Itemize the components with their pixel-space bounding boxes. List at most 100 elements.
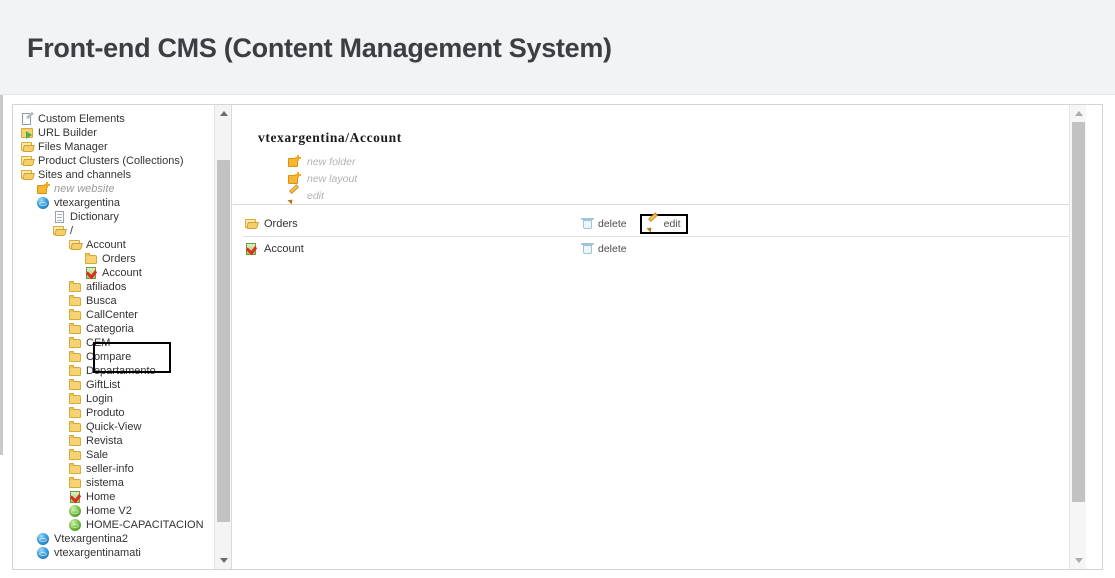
tree-node-label: sistema (86, 477, 124, 489)
tree-node[interactable]: URL Builder (13, 126, 218, 140)
tree-node-label: Sale (86, 449, 109, 461)
page-title: Front-end CMS (Content Management System… (27, 33, 612, 63)
scroll-down-arrow-icon[interactable] (215, 552, 231, 569)
content-scrollbar[interactable] (1069, 105, 1086, 569)
tree-node-label: Account (102, 267, 142, 279)
operation-label: delete (598, 242, 627, 255)
folder-add-icon (37, 182, 50, 195)
tree-node-label: Produto (86, 407, 125, 419)
tree-node-label: Login (86, 393, 113, 405)
row-operations: delete (578, 241, 630, 257)
delete-button[interactable]: delete (578, 216, 630, 232)
action-new-folder[interactable]: new folder (288, 154, 357, 168)
tree-node[interactable]: Account (13, 238, 218, 252)
tree-node[interactable]: Vtexargentina2 (13, 532, 218, 546)
tree-node[interactable]: Dictionary (13, 210, 218, 224)
tree-node[interactable]: sistema (13, 476, 218, 490)
tree-node-label: Compare (86, 351, 132, 363)
tree-node[interactable]: Login (13, 392, 218, 406)
folder-open-icon (21, 155, 34, 167)
scroll-up-arrow-icon[interactable] (1070, 105, 1086, 122)
page-check-icon (69, 491, 82, 503)
tree-node[interactable]: Home (13, 490, 218, 504)
tree-node[interactable]: Sites and channels (13, 168, 218, 182)
tree-node[interactable]: Sale (13, 448, 218, 462)
folder-icon (69, 477, 82, 489)
tree-node[interactable]: Categoria (13, 322, 218, 336)
folder-add-icon (288, 154, 301, 168)
operation-label: edit (663, 217, 681, 230)
tree-node[interactable]: CallCenter (13, 308, 218, 322)
tree-node[interactable]: Account (13, 266, 218, 280)
folder-icon (69, 449, 82, 461)
action-label: edit (307, 189, 324, 202)
globe-blue-icon (37, 533, 50, 545)
tree-node[interactable]: Product Clusters (Collections) (13, 154, 218, 168)
folder-icon (69, 463, 82, 475)
tree-node[interactable]: HOME-CAPACITACION (13, 518, 218, 532)
tree-node[interactable]: Quick-View (13, 420, 218, 434)
tree-node-label: Categoria (86, 323, 134, 335)
page-edit-icon (21, 113, 34, 125)
trash-icon (581, 217, 594, 230)
action-label: new layout (307, 172, 358, 185)
delete-button[interactable]: delete (578, 241, 630, 257)
tree-node-label: Orders (102, 253, 136, 265)
table-row[interactable]: Account delete (233, 236, 1074, 261)
tree-node[interactable]: Departamento (13, 364, 218, 378)
page-header: Front-end CMS (Content Management System… (0, 0, 1115, 95)
tree-node[interactable]: Revista (13, 434, 218, 448)
table-row[interactable]: Orders delete edit (233, 211, 1074, 236)
tree-node-label: Busca (86, 295, 117, 307)
tree-node[interactable]: GiftList (13, 378, 218, 392)
folder-open-icon (245, 218, 258, 230)
tree-node[interactable]: Files Manager (13, 140, 218, 154)
edit-button[interactable]: edit (639, 213, 688, 234)
tree-node-label: Dictionary (70, 211, 119, 223)
scroll-up-arrow-icon[interactable] (215, 105, 231, 122)
tree-node[interactable]: new website (13, 182, 218, 196)
folder-icon (69, 421, 82, 433)
tree-node-label: CEM (86, 337, 111, 349)
tree-node[interactable]: vtexargentinamati (13, 546, 218, 560)
tree-node[interactable]: Compare (13, 350, 218, 364)
folder-go-icon (21, 127, 34, 139)
tree-node[interactable]: CEM (13, 336, 218, 350)
tree-scrollbar-thumb[interactable] (217, 160, 230, 522)
globe-green-icon (69, 519, 82, 531)
tree-node[interactable]: seller-info (13, 462, 218, 476)
folder-actions: new folder new layout edit (288, 154, 358, 206)
tree-node-label: Revista (86, 435, 123, 447)
folder-add-icon (288, 171, 301, 185)
action-new-layout[interactable]: new layout (288, 171, 358, 185)
tree-node[interactable]: Custom Elements (13, 112, 218, 126)
tree-node[interactable]: vtexargentina (13, 196, 218, 210)
tree-node[interactable]: Home V2 (13, 504, 218, 518)
tree-node-label: afiliados (86, 281, 127, 293)
scroll-down-arrow-icon[interactable] (1070, 552, 1086, 569)
tree-scrollbar[interactable] (214, 105, 231, 569)
pencil-icon (647, 218, 660, 230)
tree-node[interactable]: Orders (13, 252, 218, 266)
folder-icon (69, 295, 82, 307)
tree-node-label: Custom Elements (38, 113, 125, 125)
tree-node[interactable]: Produto (13, 406, 218, 420)
action-edit[interactable]: edit (288, 189, 357, 202)
tree-node[interactable]: afiliados (13, 280, 218, 294)
page-scroll-strip[interactable] (0, 95, 3, 455)
tree-node-label: CallCenter (86, 309, 138, 321)
folder-open-icon (53, 225, 66, 237)
row-name[interactable]: Orders (245, 218, 298, 230)
folder-icon (69, 379, 82, 391)
row-name-label: Account (264, 242, 304, 255)
row-operations: delete edit (578, 213, 688, 234)
page-check-icon (245, 242, 258, 255)
content-scrollbar-thumb[interactable] (1072, 122, 1085, 502)
action-label: new folder (307, 155, 356, 168)
tree-node[interactable]: Busca (13, 294, 218, 308)
globe-blue-icon (37, 197, 50, 209)
tree-node[interactable]: / (13, 224, 218, 238)
row-name-label: Orders (264, 217, 298, 230)
row-name[interactable]: Account (245, 242, 304, 255)
